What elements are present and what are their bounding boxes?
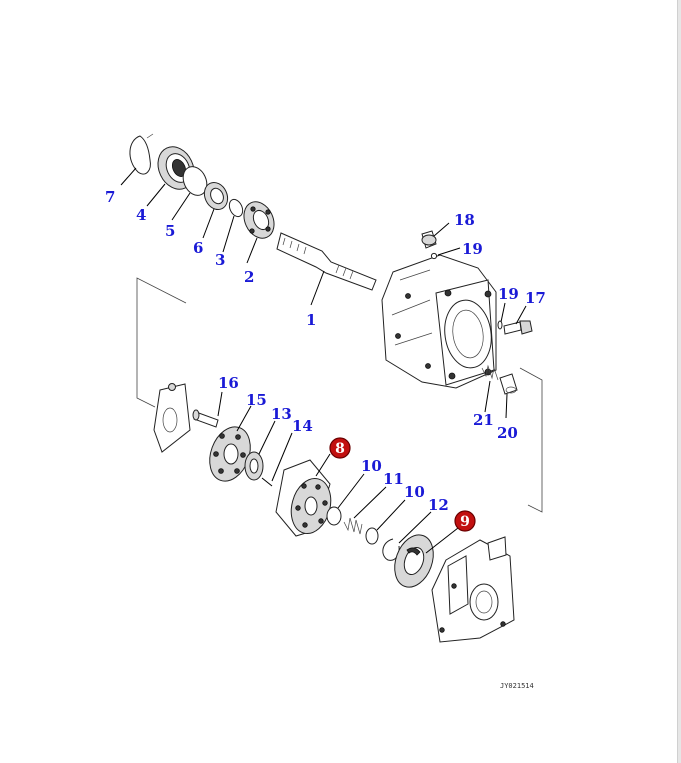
part-15-swash-plate[interactable] [203,421,258,487]
callout-10-b[interactable]: 10 [404,483,425,501]
part-19-o-ring-right[interactable] [497,320,503,330]
part-10-washer-a[interactable] [326,506,342,526]
callout-19-top[interactable]: 19 [462,240,483,258]
part-6-bearing[interactable] [200,179,232,214]
part-9-valve-plate[interactable] [388,529,440,592]
callout-18[interactable]: 18 [454,211,475,229]
end-cover-housing [431,536,515,643]
right-scroll-edge [677,0,681,763]
part-19-o-ring-top[interactable] [430,252,438,260]
callout-14[interactable]: 14 [292,417,313,435]
callout-19-right[interactable]: 19 [498,285,519,303]
callouts: 7 4 5 6 3 2 1 18 19 19 17 21 20 16 15 13… [105,188,546,532]
part-2-roller-bearing[interactable] [238,197,279,243]
callout-3[interactable]: 3 [215,251,225,269]
svg-text:9: 9 [460,514,470,530]
pump-housing [381,254,497,389]
callout-21[interactable]: 21 [473,411,494,429]
callout-4[interactable]: 4 [136,206,146,224]
part-14-pin[interactable] [261,477,273,487]
callout-20[interactable]: 20 [497,424,518,442]
part-17-plug[interactable] [503,320,533,335]
callout-10-a[interactable]: 10 [361,457,382,475]
part-3-snap-ring[interactable] [227,197,245,218]
leader-lines [120,167,527,554]
part-11-spring[interactable] [343,517,363,535]
assembly-guide-lines [136,277,543,513]
swash-plate-support [153,383,191,453]
callout-6[interactable]: 6 [193,239,203,257]
part-16-pin[interactable] [192,409,219,428]
callout-7[interactable]: 7 [105,188,115,206]
part-7-snap-ring[interactable] [129,133,154,175]
part-18-plug[interactable] [421,230,437,249]
callout-5[interactable]: 5 [165,222,175,240]
part-20-piston[interactable] [499,373,518,395]
part-5-o-ring[interactable] [179,163,212,199]
callout-12[interactable]: 12 [428,496,449,514]
part-1-shaft[interactable] [276,232,377,291]
part-21-spring[interactable] [481,364,499,381]
part-13-retainer[interactable] [244,451,264,481]
callout-1[interactable]: 1 [306,311,316,329]
callout-9-highlight[interactable]: 9 [454,510,476,532]
callout-13[interactable]: 13 [271,405,292,423]
callout-11[interactable]: 11 [383,470,404,488]
callout-15[interactable]: 15 [246,391,267,409]
part-10-washer-b[interactable] [365,527,379,545]
part-8-cylinder-block[interactable] [275,459,337,538]
callout-8-highlight[interactable]: 8 [329,437,351,459]
callout-16[interactable]: 16 [218,374,239,392]
callout-17[interactable]: 17 [525,289,546,307]
callout-2[interactable]: 2 [244,268,254,286]
figure-id: JY021514 [500,682,534,690]
svg-text:8: 8 [335,441,345,457]
